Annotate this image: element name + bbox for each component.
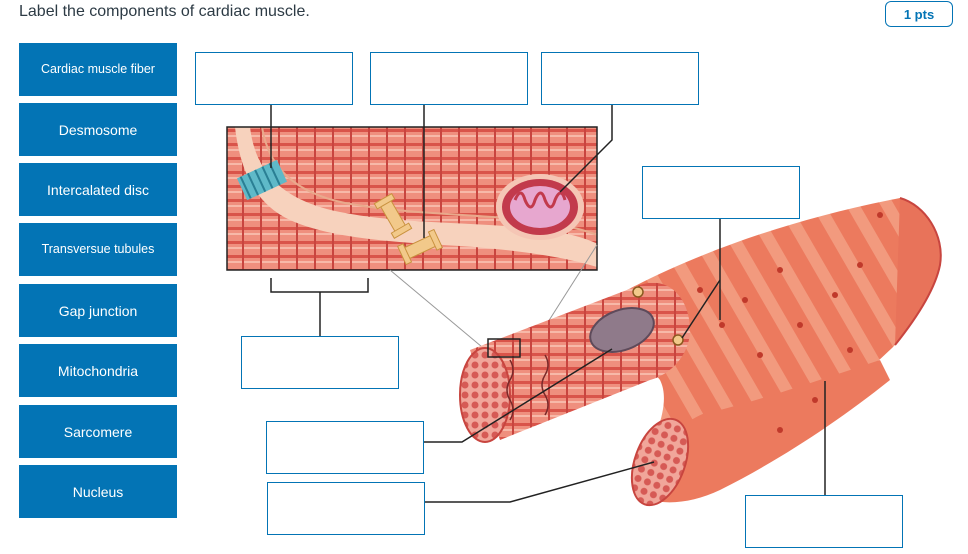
question-prompt: Label the components of cardiac muscle. [19,3,310,20]
drop-zone-right-lower[interactable] [745,495,903,548]
drop-zone-left-2[interactable] [266,421,424,474]
drop-zone-left-1[interactable] [241,336,399,389]
drop-zone-right-upper[interactable] [642,166,800,219]
drop-zone-left-3[interactable] [267,482,425,535]
label-transverse-tubules[interactable]: Transversue tubules [19,223,177,276]
label-nucleus[interactable]: Nucleus [19,465,177,518]
cardiac-fiber-illustration [459,197,942,507]
label-mitochondria[interactable]: Mitochondria [19,344,177,397]
drop-zone-top-2[interactable] [370,52,528,105]
label-sarcomere[interactable]: Sarcomere [19,405,177,458]
drop-zone-top-1[interactable] [195,52,353,105]
points-badge: 1 pts [885,1,953,27]
label-cardiac-muscle-fiber[interactable]: Cardiac muscle fiber [19,43,177,96]
label-intercalated-disc[interactable]: Intercalated disc [19,163,177,216]
label-gap-junction[interactable]: Gap junction [19,284,177,337]
inset-magnified-view [226,126,598,271]
leader-lines [270,105,826,503]
drop-zone-top-3[interactable] [541,52,699,105]
label-desmosome[interactable]: Desmosome [19,103,177,156]
